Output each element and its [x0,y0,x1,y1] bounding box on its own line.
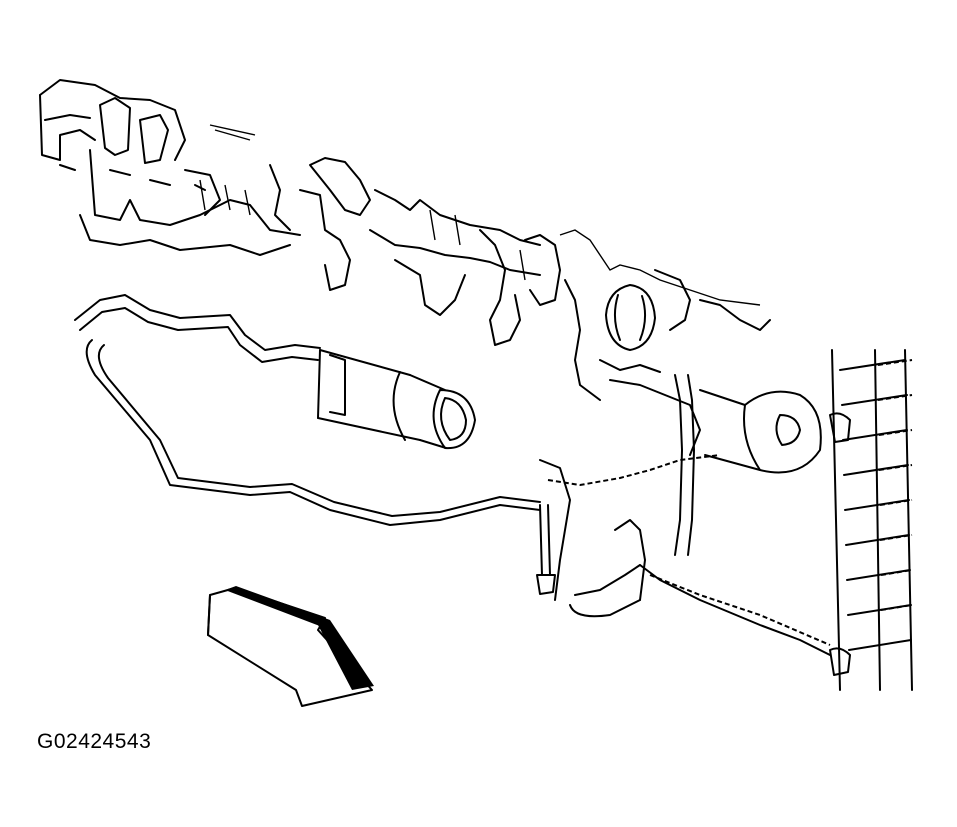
engine-assembly [39,79,771,401]
figure-id-label: G02424543 [37,730,152,753]
starter-motor [317,349,476,450]
cooler-line [74,294,831,656]
alternator [609,379,822,474]
mounting-bolt [536,504,556,595]
direction-arrow-icon [207,586,374,707]
radiator [829,349,913,691]
